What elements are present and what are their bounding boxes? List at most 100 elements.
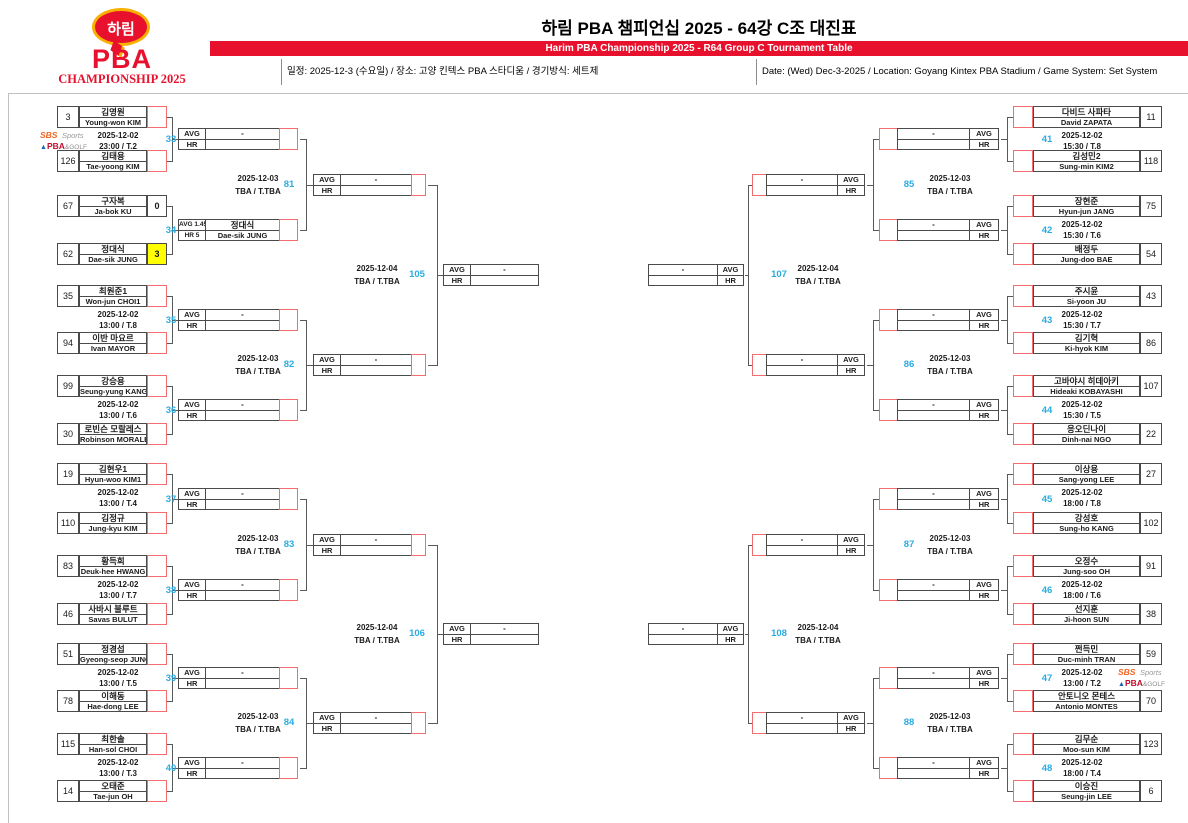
player-name-kr: 이승진 [1034,781,1139,792]
pba-golf-logo: ▲PBA&GOLF [40,139,110,151]
winner-value-bottom [898,321,969,331]
connector-line [867,545,873,546]
avg-label: AVG [970,580,998,591]
player-seed: 94 [57,332,79,354]
match-date: 2025-12-02 [97,488,139,497]
connector-line [1001,410,1007,411]
match-date: 2025-12-02 [97,131,139,140]
connector-line [300,499,306,500]
match-date: 2025-12-02 [97,758,139,767]
winner-value-top: - [649,624,717,635]
match-date: 2025-12-02 [97,310,139,319]
connector-line [1001,230,1007,231]
match-number: 47 [1041,673,1053,684]
player-score [147,150,167,172]
round3-date: 2025-12-04 [356,623,398,632]
connector-line [1007,654,1013,655]
player-score [1013,285,1033,307]
connector-line [300,590,306,591]
player-name-en: Ivan MAYOR [90,344,136,353]
round2-date: 2025-12-03 [929,534,971,543]
harim-bubble-logo: 하림 [92,8,150,46]
match-time: 15:30 / T.5 [1063,411,1101,420]
connector-line [172,768,178,769]
player-name-kr: 정경섭 [80,644,146,655]
player-name-en: David ZAPATA [1060,118,1113,127]
hr-label: HR [978,321,990,330]
connector-line [867,365,873,366]
round2-time: TBA / T.TBA [927,187,973,196]
round2-match-number: 85 [903,179,915,190]
connector-line [748,185,749,366]
winner-value-top: - [898,489,969,500]
player-name-kr: 정대식 [80,244,146,255]
match-number: 37 [165,494,177,505]
player-name-en: Hideaki KOBAYASHI [1050,387,1123,396]
winner-val-cell: - [897,399,970,421]
connector-line [867,185,873,186]
connector-line [873,320,879,321]
winner-val-cell: - [205,309,280,331]
connector-line [428,185,437,186]
match-time: 15:30 / T.7 [1063,321,1101,330]
player-name-kr: 김영원 [80,107,146,118]
winner-value-bottom [206,500,279,510]
match-number: 34 [165,225,177,236]
winner-score-cell [411,174,426,196]
golf-text: &GOLF [64,144,87,151]
round2-time: TBA / T.TBA [235,187,281,196]
player-name-kr: 이반 마요르 [80,333,146,344]
player-name-en: Ja-bok KU [94,207,132,216]
player-name-kr: 사바시 불루트 [80,604,146,615]
winner-val-cell: - [205,488,280,510]
round2-time: TBA / T.TBA [235,367,281,376]
connector-line [1007,474,1013,475]
winner-val-cell: - [470,264,539,286]
match-date: 2025-12-02 [1061,310,1103,319]
connector-line [167,343,172,344]
connector-line [748,545,749,724]
player-score [1013,332,1033,354]
winner-value-top: - [206,129,279,140]
hr-label: HR [186,769,198,778]
winner-value-bottom [341,546,411,556]
player-name-en: Tae-jun OH [93,792,133,801]
connector-line [428,545,437,546]
sbs-sports-logo: SBS Sports [40,128,110,140]
player-name-kr: 구자복 [80,196,146,207]
winner-score-cell [879,579,898,601]
match-time: 13:00 / T.7 [99,591,137,600]
player-name-en: Savas BULUT [88,615,138,624]
avg-label: AVG [444,265,470,276]
hr-label: HR [186,321,198,330]
winner-value-bottom [341,724,411,734]
round3-match-number: 105 [409,269,425,280]
player-seed: 70 [1140,690,1162,712]
player-name-kr: 고바야시 히데아키 [1034,376,1139,387]
event-info-kr: 일정: 2025-12-3 (수요일) / 장소: 고양 킨텍스 PBA 스타디… [281,59,598,85]
winner-score-cell [879,667,898,689]
hr-label: HR [725,635,736,644]
hr-label: HR [845,366,857,375]
winner-score-cell [879,219,898,241]
connector-line [167,791,172,792]
connector-line [873,320,874,411]
player-score [147,643,167,665]
winner-score-cell [879,309,898,331]
pba-mark: PBA [46,141,65,151]
player-name-en: Jung-kyu KIM [88,524,138,533]
player-seed: 51 [57,643,79,665]
winner-value-bottom [206,321,279,331]
round2-date: 2025-12-03 [237,712,279,721]
